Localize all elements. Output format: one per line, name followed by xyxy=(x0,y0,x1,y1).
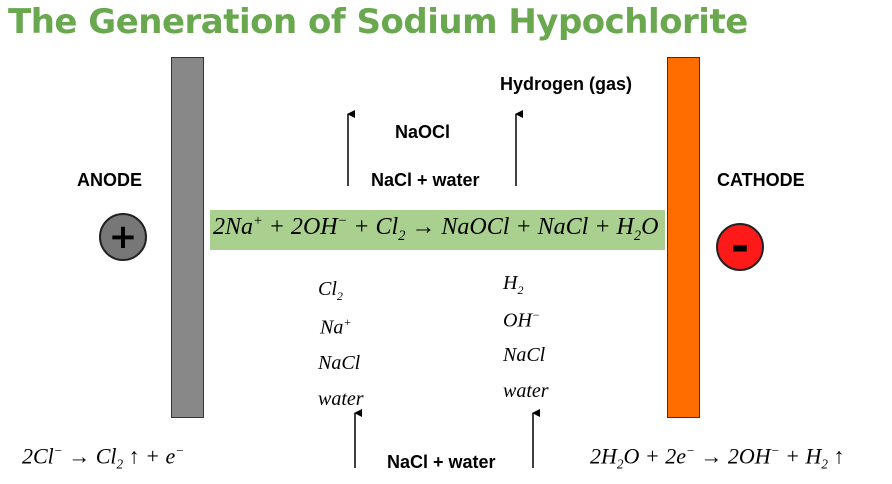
cathode-species-nacl: NaCl xyxy=(503,344,546,366)
cathode-species-water: water xyxy=(503,380,549,402)
minus-sign-icon: - xyxy=(716,223,764,271)
naocl-label: NaOCl xyxy=(395,122,451,142)
nacl-water-top-label: NaCl + water xyxy=(371,170,480,190)
hydrogen-gas-label: Hydrogen (gas) xyxy=(500,74,633,94)
anode-electrode xyxy=(171,57,204,418)
cathode-electrode xyxy=(667,57,700,418)
cathode-reaction: 2H2O + 2e− → 2OH− + H2 ↑ xyxy=(590,443,845,472)
anode-species-water: water xyxy=(318,388,364,410)
equation-highlight xyxy=(210,210,665,250)
anode-species-cl2: Cl2 xyxy=(318,278,343,303)
main-equation: 2Na+ + 2OH− + Cl2 → NaOCl + NaCl + H2O xyxy=(213,213,659,244)
plus-sign-icon: + xyxy=(99,213,147,261)
anode-reaction: 2Cl− → Cl2 ↑ + e− xyxy=(22,443,185,472)
anode-species-na-plus: Na+ xyxy=(320,315,352,339)
anode-species-nacl: NaCl xyxy=(318,352,361,374)
anode-label: ANODE xyxy=(77,170,143,190)
cathode-species-h2: H2 xyxy=(503,272,524,297)
cathode-label: CATHODE xyxy=(717,170,805,190)
cathode-species-oh-minus: OH− xyxy=(503,308,540,332)
diagram-title: The Generation of Sodium Hypochlorite xyxy=(8,2,748,42)
nacl-water-bottom-label: NaCl + water xyxy=(387,452,496,472)
